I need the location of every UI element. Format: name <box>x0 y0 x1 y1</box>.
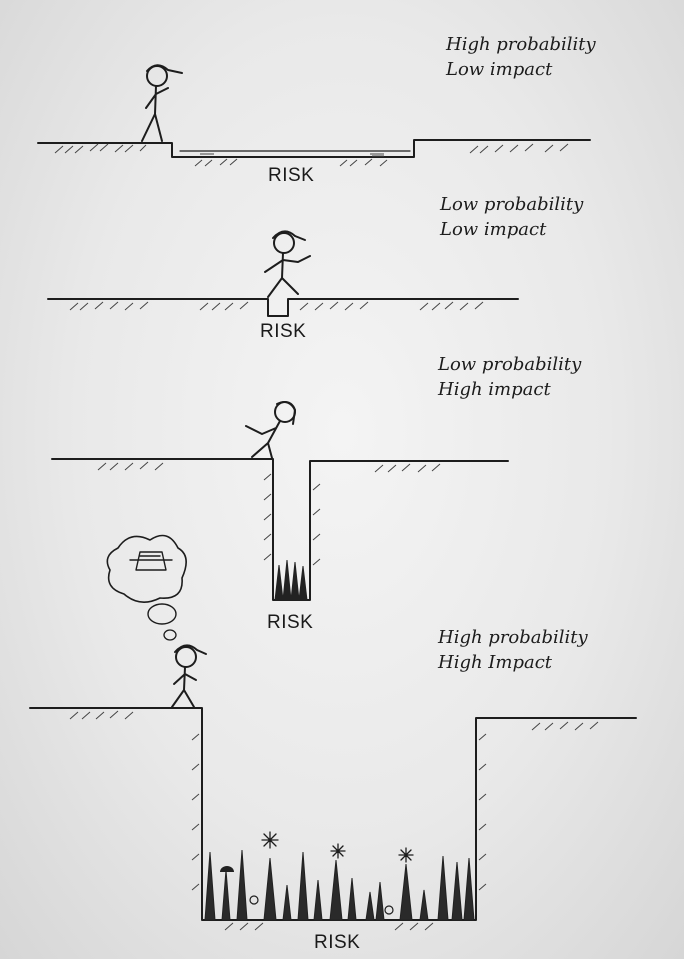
probability-label: High probability <box>438 627 588 648</box>
scenario-2-ground <box>47 298 519 317</box>
probability-label: Low probability <box>440 194 584 215</box>
risk-label-1: RISK <box>268 165 315 186</box>
risk-label-3: RISK <box>267 612 314 633</box>
stick-figure-icon <box>245 401 296 459</box>
stick-figure-icon <box>141 64 183 142</box>
scenario-4-caption: High probability High Impact <box>438 625 588 675</box>
risk-label-2: RISK <box>260 321 307 342</box>
scenario-3-caption: Low probability High impact <box>438 352 581 402</box>
spike-icon <box>274 559 308 601</box>
impact-label: High impact <box>438 379 551 400</box>
stick-figure-icon <box>264 230 311 298</box>
risk-label-4: RISK <box>314 932 361 953</box>
probability-label: High probability <box>446 34 596 55</box>
stick-figure-icon <box>171 644 207 708</box>
impact-label: High Impact <box>438 652 553 673</box>
impact-label: Low impact <box>440 219 547 240</box>
scenario-1-ground <box>37 139 591 167</box>
probability-label: Low probability <box>438 354 582 375</box>
spike-icon <box>204 831 475 921</box>
scenario-2-caption: Low probability Low impact <box>440 192 583 242</box>
impact-label: Low impact <box>446 59 553 80</box>
scenario-1-caption: High probability Low impact <box>446 32 596 82</box>
thought-bubble-icon <box>106 534 187 641</box>
